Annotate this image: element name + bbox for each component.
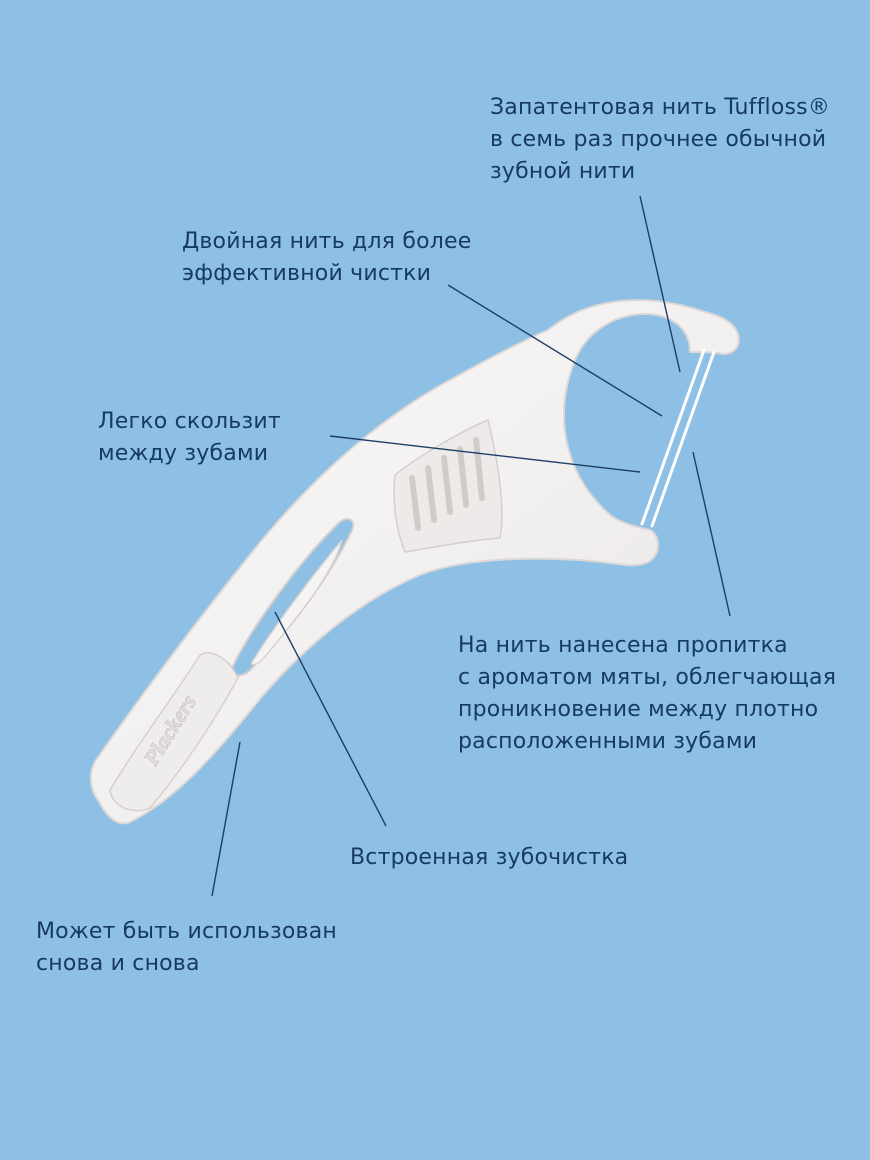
double-floss <box>640 348 716 528</box>
callout-mint: На нить нанесена пропитка с ароматом мят… <box>458 630 836 758</box>
toothpick-blade <box>250 539 343 666</box>
flosser-outline <box>90 299 740 825</box>
leader-reusable <box>211 741 241 897</box>
callout-double-floss-line-1: Двойная нить для более <box>182 229 472 254</box>
leader-mint <box>692 451 731 617</box>
callout-toothpick: Встроенная зубочистка <box>350 842 628 874</box>
callout-tuffloss-line-3: зубной нити <box>490 159 636 184</box>
callout-double-floss: Двойная нить для более эффективной чистк… <box>182 226 472 290</box>
callout-toothpick-line-1: Встроенная зубочистка <box>350 845 629 870</box>
brand-plate <box>109 652 239 812</box>
callout-glides-line-1: Легко скользит <box>98 409 281 434</box>
callout-reusable-line-1: Может быть использован <box>36 919 337 944</box>
flosser-body: Plackers <box>90 299 740 825</box>
callout-tuffloss-line-1: Запатентовая нить Tuffloss® <box>490 95 831 120</box>
callout-glides: Легко скользит между зубами <box>98 406 281 470</box>
callout-mint-line-2: с ароматом мяты, облегчающая <box>458 665 837 690</box>
callout-glides-line-2: между зубами <box>98 441 269 466</box>
callout-mint-line-3: проникновение между плотно <box>458 697 819 722</box>
callout-reusable-line-2: снова и снова <box>36 951 200 976</box>
callout-mint-line-4: расположенными зубами <box>458 729 758 754</box>
callout-tuffloss: Запатентовая нить Tuffloss® в семь раз п… <box>490 92 830 188</box>
callout-reusable: Может быть использован снова и снова <box>36 916 337 980</box>
callout-double-floss-line-2: эффективной чистки <box>182 261 432 286</box>
leader-tuffloss <box>639 195 681 373</box>
leader-double <box>447 284 663 417</box>
leader-toothpick <box>274 611 387 827</box>
callout-tuffloss-line-2: в семь раз прочнее обычной <box>490 127 827 152</box>
grip-ribs <box>409 437 485 531</box>
toothpick-slot <box>230 518 354 677</box>
leader-glides <box>329 435 641 473</box>
callout-mint-line-1: На нить нанесена пропитка <box>458 633 788 658</box>
leader-lines <box>211 195 731 897</box>
